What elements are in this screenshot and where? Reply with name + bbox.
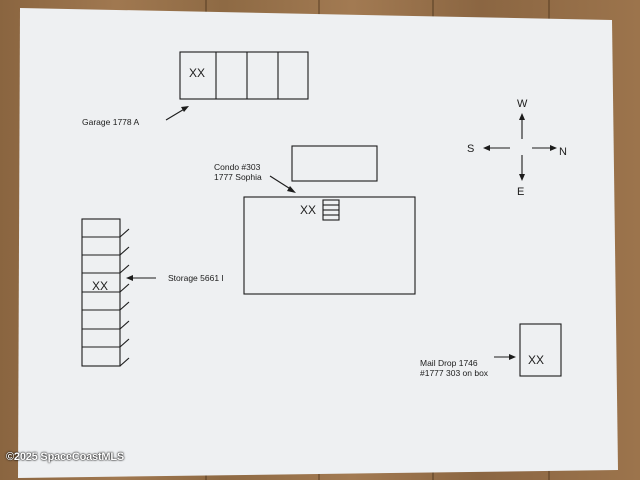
mail-drop-arrow [494, 354, 516, 360]
compass-east: E [517, 186, 524, 198]
garage-arrow [165, 106, 189, 121]
condo-mark: XX [300, 203, 316, 217]
compass-west: W [517, 98, 528, 110]
mail-drop-label-line1: Mail Drop 1746 [420, 358, 478, 368]
storage-units: XX [81, 218, 130, 367]
small-building [291, 145, 378, 182]
condo-label-line1: Condo #303 [214, 162, 261, 172]
mail-drop-label-line2: #1777 303 on box [420, 368, 489, 378]
garage-row: XX [179, 51, 309, 100]
condo-label-line2: 1777 Sophia [214, 172, 262, 182]
mail-drop-mark: XX [528, 353, 544, 367]
garage-mark: XX [189, 66, 205, 80]
compass-north: N [559, 146, 567, 158]
mail-drop-box [519, 323, 562, 377]
condo-arrow [269, 175, 296, 193]
garage-label: Garage 1778 A [82, 117, 140, 127]
storage-label: Storage 5661 I [168, 273, 224, 283]
condo-building [243, 196, 416, 295]
storage-arrow [126, 275, 156, 281]
stairs-icon [322, 199, 340, 221]
storage-mark: XX [92, 279, 108, 293]
compass-rose: W S N E [467, 98, 567, 198]
watermark: ©2025 SpaceCoastMLS [6, 451, 125, 463]
paper-sheet [18, 8, 618, 478]
compass-south: S [467, 143, 474, 155]
